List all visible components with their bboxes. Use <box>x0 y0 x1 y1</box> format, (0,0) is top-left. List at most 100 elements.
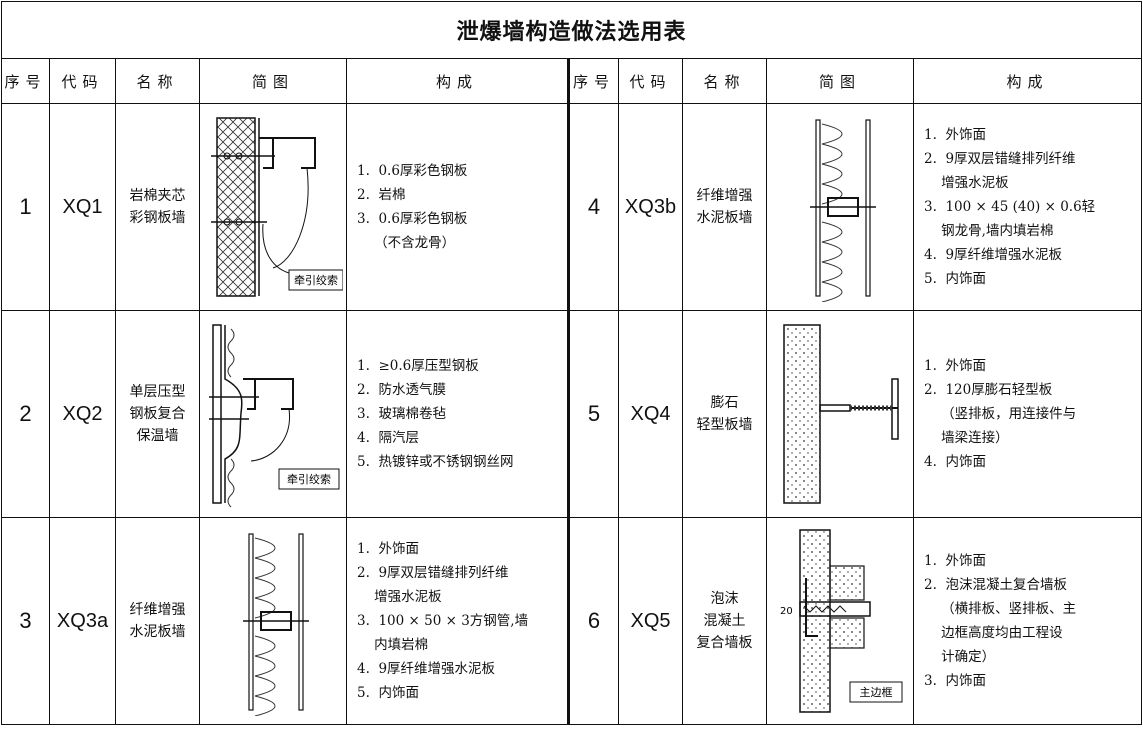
header-code: 代码 <box>618 58 683 104</box>
code-cell: XQ4 <box>618 310 683 518</box>
foam-concrete-diagram: 20 主边框 <box>780 529 903 713</box>
composition-item: 2. 岩棉 <box>357 187 406 203</box>
name-line: 岩棉夹芯 <box>129 188 186 204</box>
diagram-cell: 牵引绞索 <box>199 310 347 518</box>
composition-item: 4. 9厚纤维增强水泥板 <box>357 661 496 677</box>
composition-item: 计确定） <box>924 649 996 665</box>
header-diagram: 简图 <box>199 58 347 104</box>
composition-item: 3. 100 × 50 × 3方钢管,墙 <box>357 613 529 629</box>
name-cell: 岩棉夹芯彩钢板墙 <box>115 103 200 311</box>
composition-list: 1. 外饰面 2. 9厚双层错缝排列纤维 增强水泥板 3. 100 × 50 × 3… <box>357 537 561 705</box>
composition-item: 1. ≥0.6厚压型钢板 <box>357 358 479 374</box>
profiled-steel-diagram: 牵引绞索 <box>209 324 340 508</box>
header-seq: 序号 <box>567 58 619 104</box>
composition-item: 1. 外饰面 <box>924 127 986 143</box>
composition-item: 2. 9厚双层错缝排列纤维 <box>357 565 509 581</box>
composition-item: 3. 玻璃棉卷毡 <box>357 406 446 422</box>
composition-item: 2. 防水透气膜 <box>357 382 446 398</box>
composition-item: 墙梁连接） <box>924 430 1009 446</box>
composition-cell: 1. ≥0.6厚压型钢板 2. 防水透气膜 3. 玻璃棉卷毡 4. 隔汽层 5. 热镀锌… <box>346 310 569 518</box>
composition-item: 4. 内饰面 <box>924 454 986 470</box>
diagram-label: 牵引绞索 <box>287 472 331 486</box>
name-line: 钢板复合 <box>129 406 186 422</box>
seq-cell: 4 <box>567 103 619 311</box>
composition-item: 增强水泥板 <box>924 175 1009 191</box>
composition-item: 1. 外饰面 <box>924 358 986 374</box>
composition-cell: 1. 外饰面 2. 120厚膨石轻型板 （竖排板，用连接件与 墙梁连接） 4. 内饰… <box>912 310 1143 518</box>
composition-item: 5. 热镀锌或不锈钢钢丝网 <box>357 454 514 470</box>
code-cell: XQ1 <box>49 103 116 311</box>
composition-item: 5. 内饰面 <box>357 685 419 701</box>
composition-list: 1. 外饰面 2. 9厚双层错缝排列纤维 增强水泥板 3. 100 × 45 (40… <box>924 123 1135 291</box>
header-composition: 构成 <box>912 58 1143 104</box>
composition-cell: 1. 外饰面 2. 9厚双层错缝排列纤维 增强水泥板 3. 100 × 45 (40… <box>912 103 1143 311</box>
name-line: 膨石 <box>710 395 739 411</box>
diagram-cell: 20 主边框 <box>766 517 914 725</box>
name-line: 复合墙板 <box>696 635 753 651</box>
composition-item: 5. 内饰面 <box>924 271 986 287</box>
composition-item: 4. 隔汽层 <box>357 430 419 446</box>
header-row: 序号 代码 名称 简图 构成 序号 代码 名称 简图 构成 <box>1 58 1143 104</box>
composition-item: （横排板、竖排板、主 <box>924 601 1077 617</box>
name-line: 保温墙 <box>136 428 179 444</box>
name-line: 轻型板墙 <box>696 417 753 433</box>
code-cell: XQ5 <box>618 517 683 725</box>
composition-item: 3. 内饰面 <box>924 673 986 689</box>
code-cell: XQ2 <box>49 310 116 518</box>
composition-item: 2. 9厚双层错缝排列纤维 <box>924 151 1076 167</box>
composition-cell: 1. 外饰面 2. 9厚双层错缝排列纤维 增强水泥板 3. 100 × 50 × 3… <box>346 517 569 725</box>
composition-item: 3. 100 × 45 (40) × 0.6轻 <box>924 199 1096 215</box>
composition-list: 1. ≥0.6厚压型钢板 2. 防水透气膜 3. 玻璃棉卷毡 4. 隔汽层 5. 热镀锌… <box>357 354 561 474</box>
header-name: 名称 <box>682 58 767 104</box>
composition-item: 2. 泡沫混凝土复合墙板 <box>924 577 1067 593</box>
composition-item: 1. 外饰面 <box>924 553 986 569</box>
seq-cell: 1 <box>1 103 50 311</box>
diagram-cell: 牵引绞索 <box>199 103 347 311</box>
composition-item: 钢龙骨,墙内填岩棉 <box>924 223 1054 239</box>
diagram-label: 主边框 <box>860 686 893 699</box>
sandwich-panel-diagram: 牵引绞索 <box>211 117 343 297</box>
name-cell: 单层压型钢板复合保温墙 <box>115 310 200 518</box>
name-line: 混凝土 <box>703 613 746 629</box>
composition-item: 3. 0.6厚彩色钢板 <box>357 211 468 227</box>
composition-item: 2. 120厚膨石轻型板 <box>924 382 1053 398</box>
header-name: 名称 <box>115 58 200 104</box>
name-line: 单层压型 <box>129 384 186 400</box>
name-line: 纤维增强 <box>696 188 753 204</box>
name-cell: 纤维增强水泥板墙 <box>115 517 200 725</box>
name-cell: 泡沫混凝土复合墙板 <box>682 517 767 725</box>
composition-list: 1. 外饰面 2. 120厚膨石轻型板 （竖排板，用连接件与 墙梁连接） 4. 内饰… <box>924 354 1135 474</box>
fiber-cement-diagram <box>810 119 876 302</box>
name-cell: 膨石轻型板墙 <box>682 310 767 518</box>
composition-item: （竖排板，用连接件与 <box>924 406 1077 422</box>
table-title: 泄爆墙构造做法选用表 <box>0 1 1143 59</box>
diagram-cell <box>199 517 347 725</box>
composition-item: 增强水泥板 <box>357 589 442 605</box>
name-line: 泡沫 <box>710 591 739 607</box>
composition-item: 1. 外饰面 <box>357 541 419 557</box>
code-cell: XQ3a <box>49 517 116 725</box>
name-cell: 纤维增强水泥板墙 <box>682 103 767 311</box>
seq-cell: 3 <box>1 517 50 725</box>
fiber-cement-diagram <box>243 533 309 716</box>
composition-item: 1. 0.6厚彩色钢板 <box>357 163 468 179</box>
name-line: 彩钢板墙 <box>129 210 186 226</box>
header-code: 代码 <box>49 58 116 104</box>
seq-cell: 2 <box>1 310 50 518</box>
composition-item: 边框高度均由工程设 <box>924 625 1063 641</box>
name-line: 纤维增强 <box>129 602 186 618</box>
diagram-cell <box>766 103 914 311</box>
header-seq: 序号 <box>1 58 50 104</box>
diagram-label: 牵引绞索 <box>294 273 338 287</box>
diagram-cell <box>766 310 914 518</box>
name-line: 水泥板墙 <box>696 210 753 226</box>
composition-item: 内填岩棉 <box>357 637 429 653</box>
